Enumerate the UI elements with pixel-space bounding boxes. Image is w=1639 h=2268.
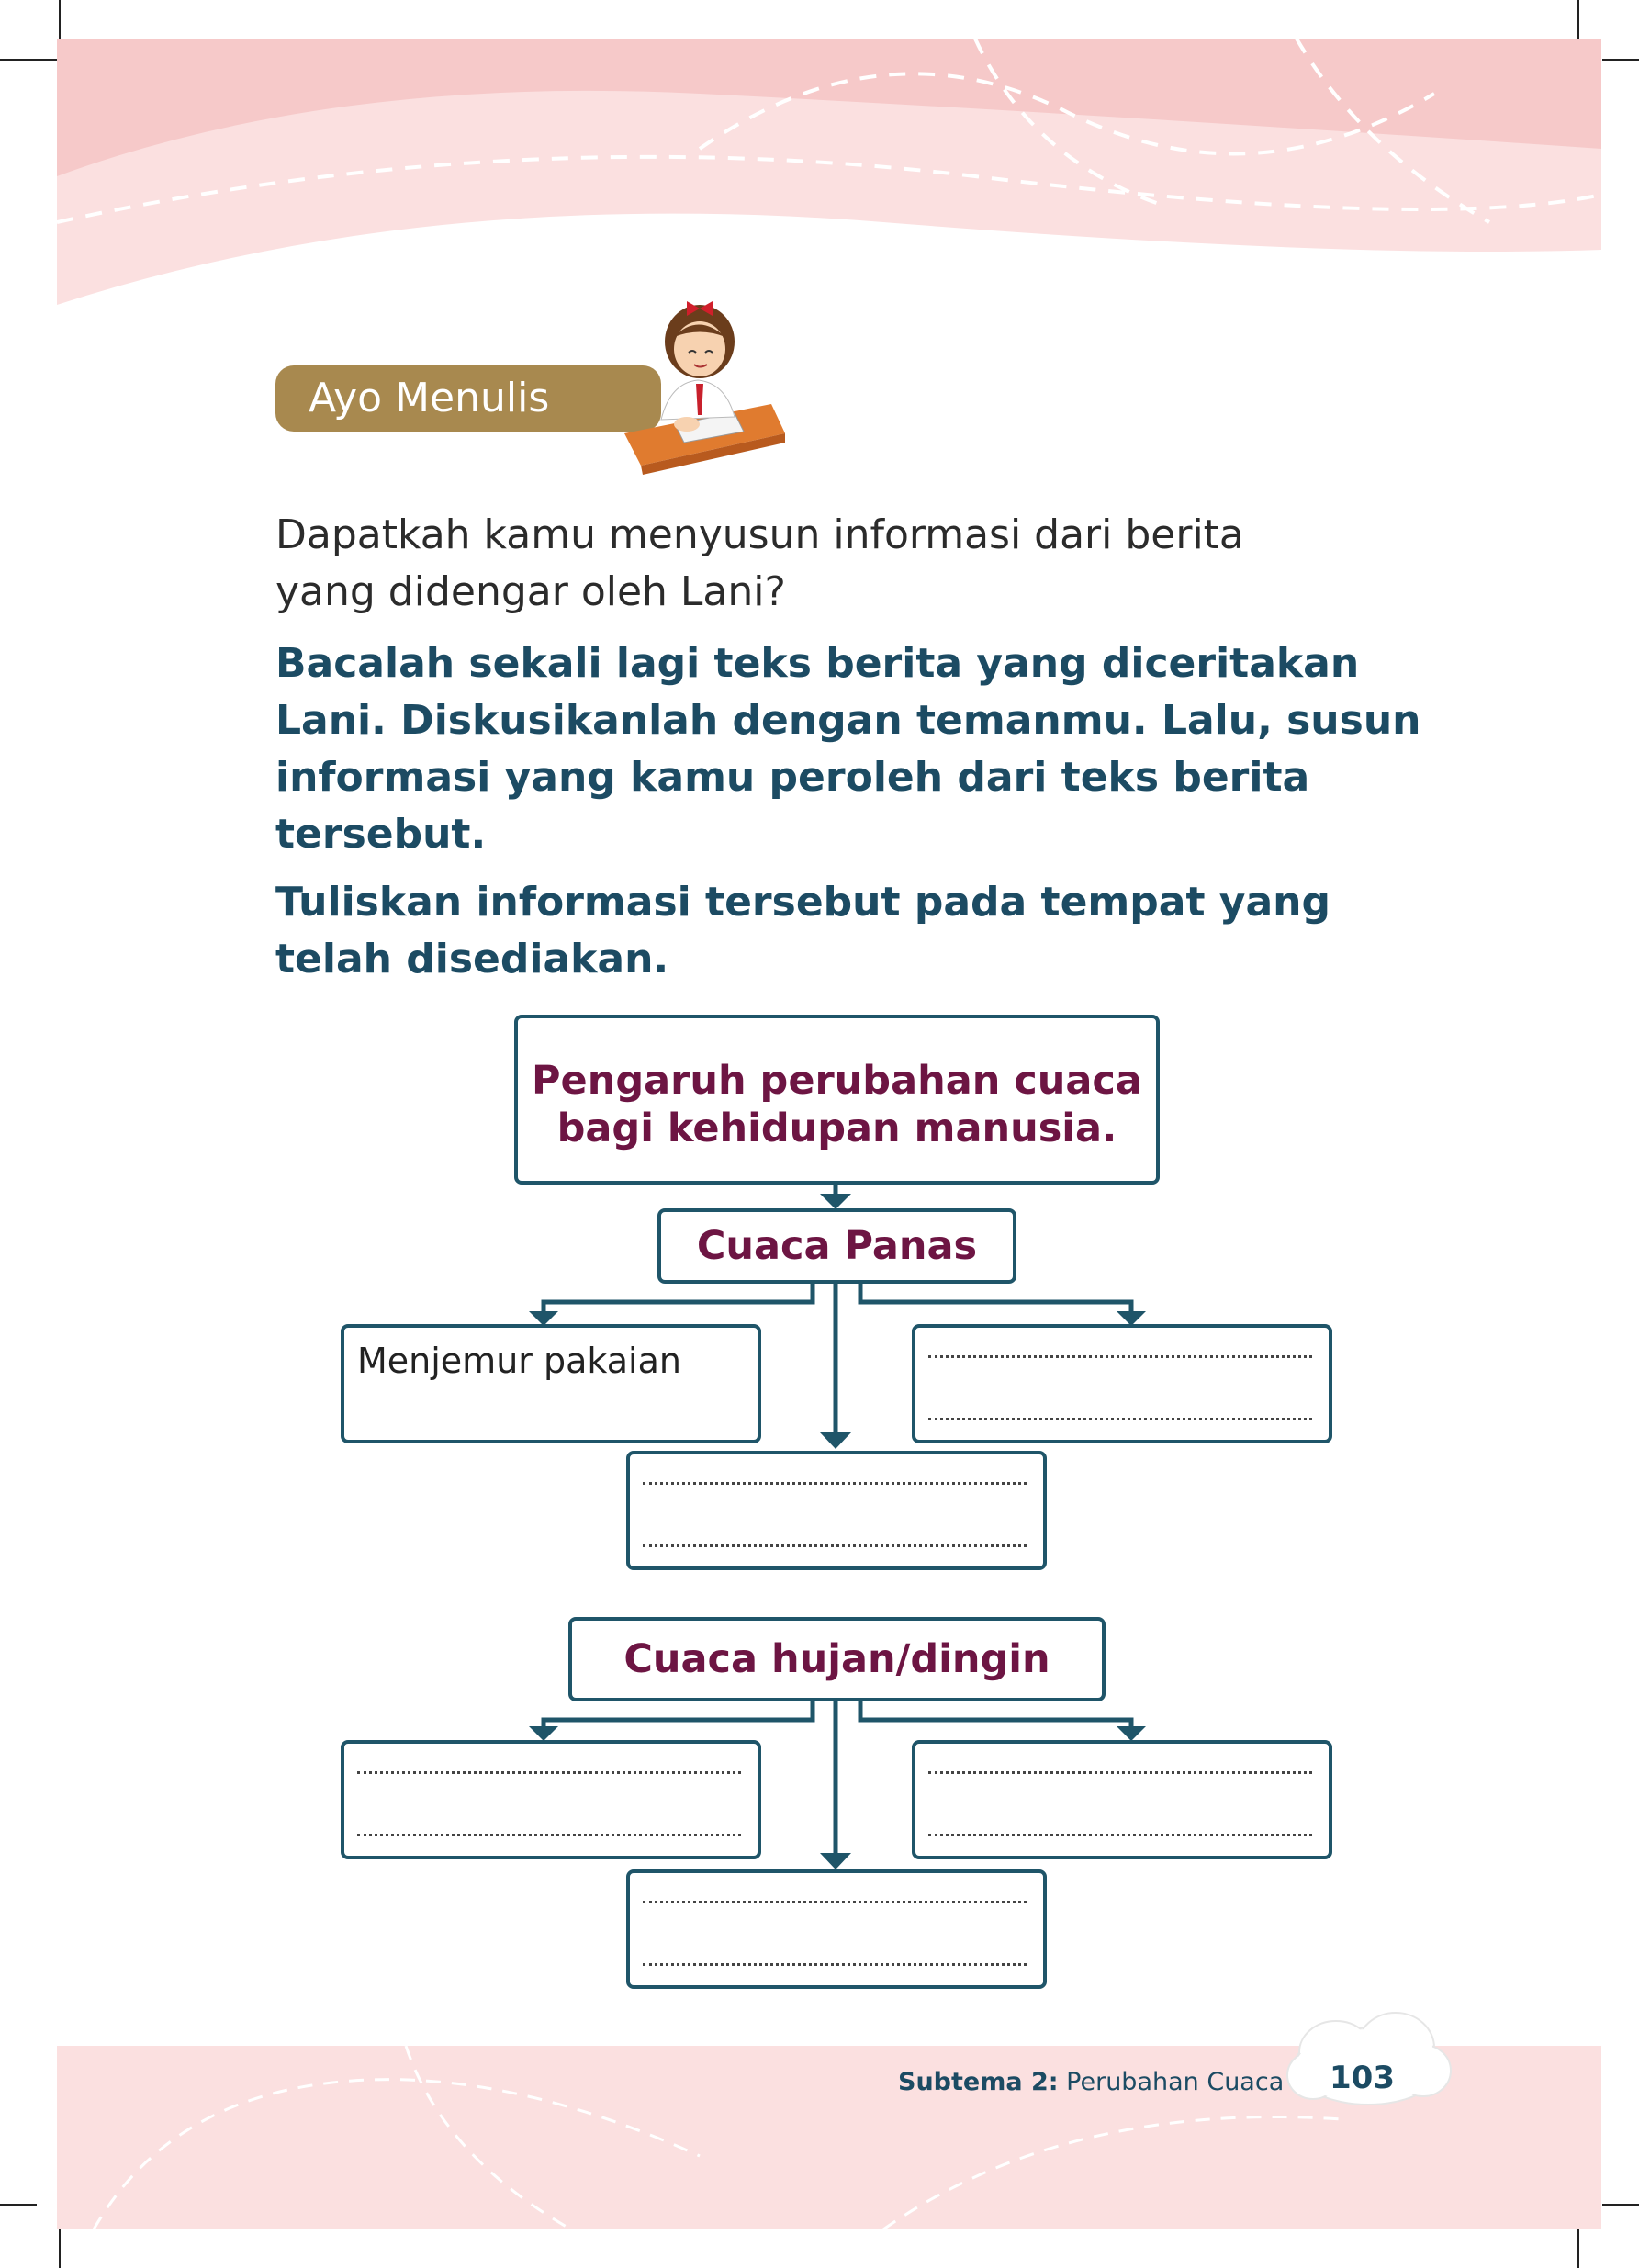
- answer-box[interactable]: [912, 1324, 1332, 1443]
- rain-weather-label: Cuaca hujan/dingin: [623, 1636, 1050, 1682]
- intro-line: yang didengar oleh Lani?: [275, 568, 786, 615]
- instruction-paragraph: Bacalah sekali lagi teks berita yang dic…: [275, 635, 1432, 863]
- intro-text: Dapatkah kamu menyusun informasi dari be…: [275, 507, 1432, 621]
- crop-mark: [0, 59, 57, 61]
- instruction-line: Lani. Diskusikanlah dengan temanmu. Lalu…: [275, 697, 1421, 744]
- crop-mark: [1602, 2204, 1639, 2206]
- answer-box[interactable]: [626, 1451, 1047, 1570]
- answer-box: Menjemur pakaian: [341, 1324, 761, 1443]
- dotted-line: [928, 1355, 1312, 1358]
- answer-text: Menjemur pakaian: [357, 1341, 681, 1381]
- crop-mark: [1577, 2222, 1579, 2268]
- dotted-line: [643, 1901, 1027, 1903]
- dotted-line: [643, 1963, 1027, 1966]
- dotted-line: [928, 1834, 1312, 1836]
- crop-mark: [59, 0, 61, 57]
- page-number: 103: [1330, 2060, 1395, 2096]
- crop-mark: [59, 2222, 61, 2268]
- root-title: Pengaruh perubahan cuaca bagi kehidupan …: [518, 1018, 1156, 1152]
- instruction-line: Bacalah sekali lagi teks berita yang dic…: [275, 640, 1360, 687]
- root-title-line: Pengaruh perubahan cuaca: [532, 1058, 1142, 1104]
- crop-mark: [0, 2204, 37, 2206]
- hot-weather-label: Cuaca Panas: [696, 1223, 978, 1269]
- cloud-icon: [1286, 2012, 1452, 2105]
- answer-box[interactable]: [626, 1869, 1047, 1989]
- hot-weather-box: Cuaca Panas: [657, 1208, 1016, 1284]
- dotted-line: [643, 1482, 1027, 1485]
- dotted-line: [928, 1771, 1312, 1774]
- dotted-line: [357, 1771, 741, 1774]
- footer-subtheme-label: Subtema 2:: [898, 2068, 1059, 2096]
- root-title-line: bagi kehidupan manusia.: [556, 1106, 1117, 1151]
- section-label: Ayo Menulis: [275, 365, 661, 432]
- rain-weather-box: Cuaca hujan/dingin: [568, 1617, 1106, 1701]
- answer-box[interactable]: [912, 1740, 1332, 1859]
- diagram-root-box: Pengaruh perubahan cuaca bagi kehidupan …: [514, 1015, 1160, 1185]
- intro-line: Dapatkah kamu menyusun informasi dari be…: [275, 511, 1244, 558]
- instruction-line: tersebut.: [275, 811, 487, 858]
- crop-mark: [1602, 59, 1639, 61]
- footer-subtheme-title: Perubahan Cuaca: [1066, 2068, 1285, 2096]
- answer-box[interactable]: [341, 1740, 761, 1859]
- dotted-line: [643, 1544, 1027, 1547]
- girl-writing-illustration: [624, 301, 785, 475]
- header-decoration: [57, 39, 1601, 305]
- dotted-line: [928, 1418, 1312, 1420]
- footer-subtheme: Subtema 2: Perubahan Cuaca: [898, 2068, 1284, 2096]
- instruction-line: telah disediakan.: [275, 936, 669, 982]
- instruction-paragraph: Tuliskan informasi tersebut pada tempat …: [275, 874, 1432, 988]
- dotted-line: [357, 1834, 741, 1836]
- crop-mark: [1577, 0, 1579, 57]
- instruction-line: Tuliskan informasi tersebut pada tempat …: [275, 879, 1330, 926]
- instruction-line: informasi yang kamu peroleh dari teks be…: [275, 754, 1310, 801]
